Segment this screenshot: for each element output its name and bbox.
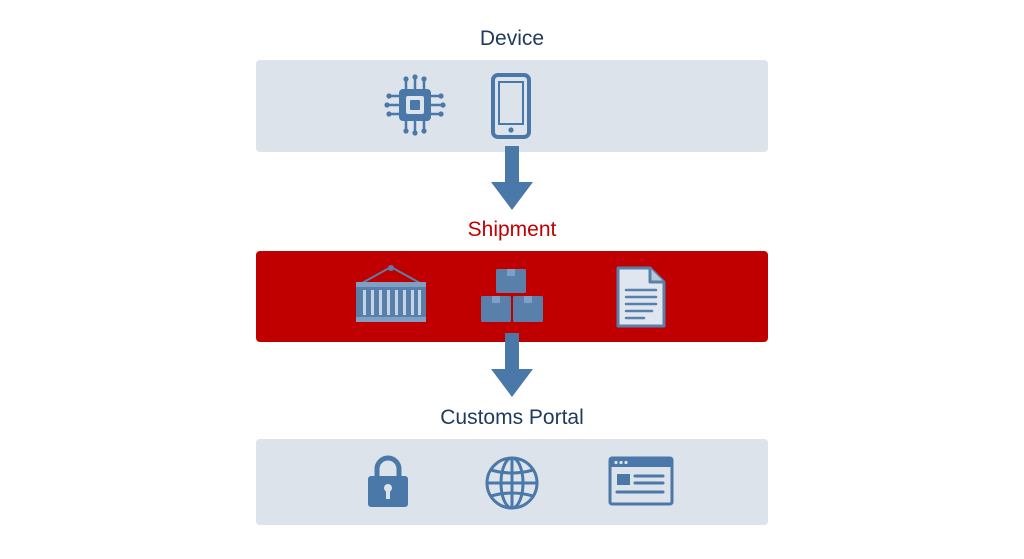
browser-window-icon	[608, 456, 674, 506]
flow-arrow-shipment-to-customs	[491, 333, 533, 397]
shipping-container-icon	[356, 265, 426, 322]
globe-icon	[485, 456, 539, 510]
smartphone-icon	[491, 73, 531, 139]
flow-arrow-device-to-shipment	[491, 146, 533, 210]
stage-band-device	[256, 60, 768, 152]
document-icon	[616, 266, 666, 328]
stage-band-shipment	[256, 251, 768, 342]
lock-icon	[368, 455, 408, 507]
stage-label-shipment: Shipment	[467, 218, 557, 241]
stage-label-customs-portal: Customs Portal	[440, 406, 584, 429]
stacked-boxes-icon	[481, 269, 543, 322]
stage-label-device: Device	[479, 27, 545, 50]
chip-icon	[384, 74, 446, 136]
stage-band-customs-portal	[256, 439, 768, 525]
